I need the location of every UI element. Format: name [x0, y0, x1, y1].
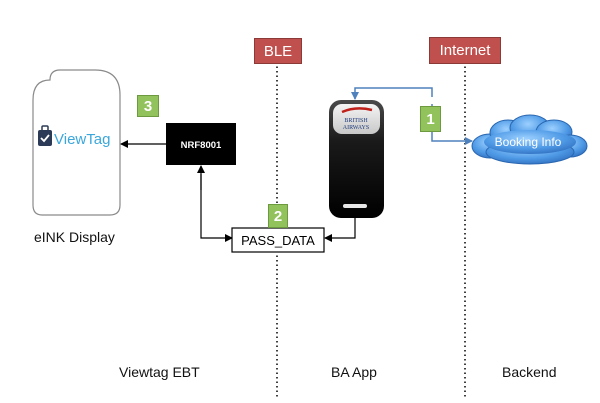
nrf8001-chip: [166, 123, 236, 165]
viewtag-logo-icon: [38, 125, 52, 146]
arrow-phone-to-pass-data: [324, 218, 356, 242]
ba-logo-line2: AIRWAYS: [343, 125, 369, 131]
step-1-badge: 1: [420, 106, 441, 132]
pass-data-label: PASS_DATA: [241, 233, 315, 248]
booking-info-label: Booking Info: [495, 135, 562, 149]
ba-app-caption: BA App: [331, 364, 377, 380]
arrow-internet-to-phone: [351, 87, 433, 100]
pass-data-box: [231, 227, 325, 253]
viewtag-logo-text: ViewTag: [54, 131, 110, 148]
step-3-badge: 3: [137, 95, 159, 117]
nrf8001-label: NRF8001: [181, 140, 222, 151]
eink-display-device: [32, 69, 121, 216]
ba-app-phone: [329, 100, 384, 218]
arrow-nrf-pass-data: [200, 174, 233, 242]
ble-lane-label: BLE: [254, 38, 302, 64]
booking-info-cloud: [471, 114, 588, 165]
internet-lane-label: Internet: [429, 37, 501, 64]
backend-caption: Backend: [502, 364, 557, 380]
ba-logo-line1: BRITISH: [344, 118, 368, 124]
viewtag-ebt-caption: Viewtag EBT: [119, 364, 200, 380]
step-2-badge: 2: [268, 204, 288, 228]
eink-display-caption: eINK Display: [34, 229, 115, 245]
